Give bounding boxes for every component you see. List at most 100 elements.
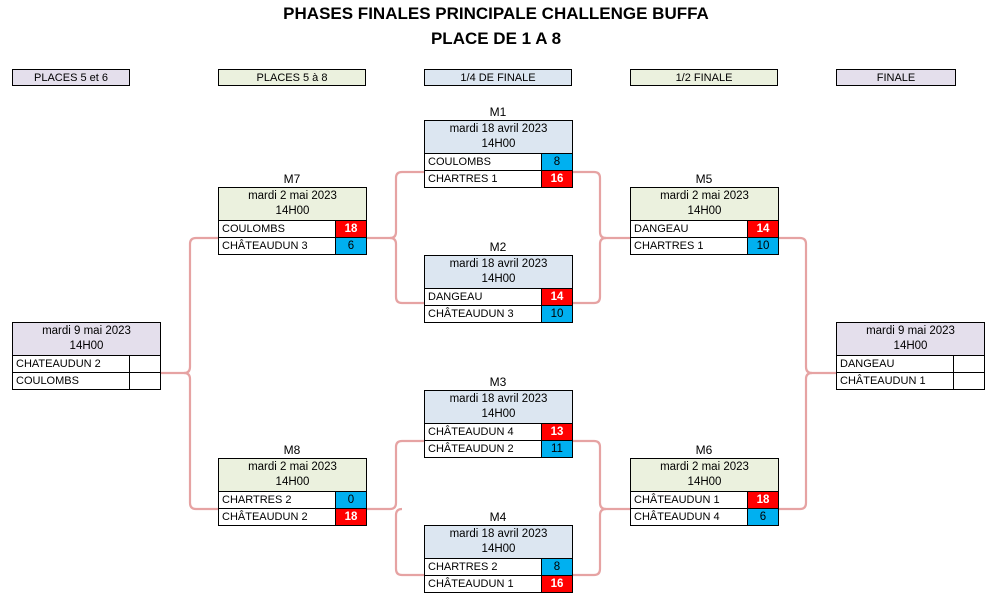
team-row: CHÂTEAUDUN 1 18 xyxy=(631,492,778,508)
match-final: mardi 9 mai 2023 14H00 DANGEAU CHÂTEAUDU… xyxy=(836,322,985,390)
team-score: 10 xyxy=(748,238,778,254)
match-time: 14H00 xyxy=(687,205,722,217)
team-score: 6 xyxy=(748,509,778,525)
team-score: 11 xyxy=(542,441,572,457)
team-row: CHARTRES 1 16 xyxy=(425,170,572,187)
team-score: 6 xyxy=(336,238,366,254)
team-name: DANGEAU xyxy=(837,356,954,372)
team-row: CHATEAUDUN 2 xyxy=(13,356,160,372)
match-time: 14H00 xyxy=(687,476,722,488)
team-name: CHÂTEAUDUN 3 xyxy=(219,238,336,254)
team-score xyxy=(130,356,160,372)
team-score: 16 xyxy=(542,171,572,187)
team-name: CHARTRES 2 xyxy=(425,559,542,575)
match-m5: mardi 2 mai 2023 14H00 DANGEAU 14 CHARTR… xyxy=(630,187,779,255)
team-row: COULOMBS xyxy=(13,372,160,389)
team-row: CHÂTEAUDUN 4 13 xyxy=(425,424,572,440)
match-date: mardi 2 mai 2023 xyxy=(248,190,337,202)
team-name: COULOMBS xyxy=(425,154,542,170)
match-m4: mardi 18 avril 2023 14H00 CHARTRES 2 8 C… xyxy=(424,525,573,593)
connector-m1-m5 xyxy=(572,170,630,240)
team-row: COULOMBS 18 xyxy=(219,221,366,237)
connector-m7-p56 xyxy=(160,236,218,375)
match-header: mardi 18 avril 2023 14H00 xyxy=(425,526,572,559)
team-score: 10 xyxy=(542,306,572,322)
team-name: CHÂTEAUDUN 4 xyxy=(631,509,748,525)
match-time: 14H00 xyxy=(69,340,104,352)
match-header: mardi 9 mai 2023 14H00 xyxy=(837,323,984,356)
match-time: 14H00 xyxy=(481,543,516,555)
match-date: mardi 2 mai 2023 xyxy=(248,461,337,473)
team-row: CHARTRES 2 0 xyxy=(219,492,366,508)
phase-places-5-6: PLACES 5 et 6 xyxy=(12,69,130,86)
match-date: mardi 18 avril 2023 xyxy=(449,123,548,135)
connector-m4-m6 xyxy=(572,507,607,577)
team-name: COULOMBS xyxy=(13,373,130,389)
phase-final: FINALE xyxy=(836,69,956,86)
connector-m8-p56 xyxy=(183,371,218,511)
team-row: DANGEAU 14 xyxy=(425,289,572,305)
match-header: mardi 2 mai 2023 14H00 xyxy=(219,188,366,221)
team-row: DANGEAU 14 xyxy=(631,221,778,237)
match-header: mardi 18 avril 2023 14H00 xyxy=(425,391,572,424)
team-name: CHATEAUDUN 2 xyxy=(13,356,130,372)
match-header: mardi 18 avril 2023 14H00 xyxy=(425,256,572,289)
team-score: 14 xyxy=(748,221,778,237)
team-score xyxy=(954,356,984,372)
team-name: DANGEAU xyxy=(631,221,748,237)
match-date: mardi 2 mai 2023 xyxy=(660,190,749,202)
team-row: CHÂTEAUDUN 2 11 xyxy=(425,440,572,457)
team-score: 16 xyxy=(542,576,572,592)
match-label-m4: M4 xyxy=(489,510,507,524)
connector-m2-m7 xyxy=(389,236,424,305)
team-row: COULOMBS 8 xyxy=(425,154,572,170)
match-m6: mardi 2 mai 2023 14H00 CHÂTEAUDUN 1 18 C… xyxy=(630,458,779,526)
team-score xyxy=(130,373,160,389)
team-row: CHÂTEAUDUN 1 16 xyxy=(425,575,572,592)
match-time: 14H00 xyxy=(481,138,516,150)
match-time: 14H00 xyxy=(275,476,310,488)
match-label-m6: M6 xyxy=(695,443,713,457)
team-name: CHARTRES 2 xyxy=(219,492,336,508)
team-score: 13 xyxy=(542,424,572,440)
team-score: 8 xyxy=(542,559,572,575)
team-score: 18 xyxy=(748,492,778,508)
team-score: 18 xyxy=(336,221,366,237)
team-name: CHÂTEAUDUN 2 xyxy=(219,509,336,525)
match-header: mardi 2 mai 2023 14H00 xyxy=(631,188,778,221)
match-label-m8: M8 xyxy=(283,443,301,457)
match-date: mardi 9 mai 2023 xyxy=(42,325,131,337)
team-name: DANGEAU xyxy=(425,289,542,305)
team-score: 14 xyxy=(542,289,572,305)
connector-m2-m5 xyxy=(572,236,607,305)
match-m3: mardi 18 avril 2023 14H00 CHÂTEAUDUN 4 1… xyxy=(424,390,573,458)
team-name: CHARTRES 1 xyxy=(425,171,542,187)
match-header: mardi 2 mai 2023 14H00 xyxy=(631,459,778,492)
match-places-5-6: mardi 9 mai 2023 14H00 CHATEAUDUN 2 COUL… xyxy=(12,322,161,390)
match-time: 14H00 xyxy=(481,408,516,420)
match-date: mardi 9 mai 2023 xyxy=(866,325,955,337)
match-date: mardi 18 avril 2023 xyxy=(449,258,548,270)
team-row: CHÂTEAUDUN 2 18 xyxy=(219,508,366,525)
phase-semi-final: 1/2 FINALE xyxy=(630,69,778,86)
connector-m6-final xyxy=(778,371,813,511)
match-label-m5: M5 xyxy=(695,172,713,186)
team-name: COULOMBS xyxy=(219,221,336,237)
match-header: mardi 2 mai 2023 14H00 xyxy=(219,459,366,492)
team-score: 8 xyxy=(542,154,572,170)
page-title: PHASES FINALES PRINCIPALE CHALLENGE BUFF… xyxy=(283,4,709,23)
page-subtitle: PLACE DE 1 A 8 xyxy=(430,29,562,48)
match-m7: mardi 2 mai 2023 14H00 COULOMBS 18 CHÂTE… xyxy=(218,187,367,255)
team-name: CHÂTEAUDUN 3 xyxy=(425,306,542,322)
match-date: mardi 2 mai 2023 xyxy=(660,461,749,473)
match-header: mardi 18 avril 2023 14H00 xyxy=(425,121,572,154)
match-time: 14H00 xyxy=(275,205,310,217)
team-name: CHÂTEAUDUN 1 xyxy=(631,492,748,508)
phase-places-5-8: PLACES 5 à 8 xyxy=(218,69,366,86)
team-row: DANGEAU xyxy=(837,356,984,372)
team-name: CHÂTEAUDUN 1 xyxy=(425,576,542,592)
team-score: 0 xyxy=(336,492,366,508)
match-header: mardi 9 mai 2023 14H00 xyxy=(13,323,160,356)
team-name: CHÂTEAUDUN 1 xyxy=(837,373,954,389)
